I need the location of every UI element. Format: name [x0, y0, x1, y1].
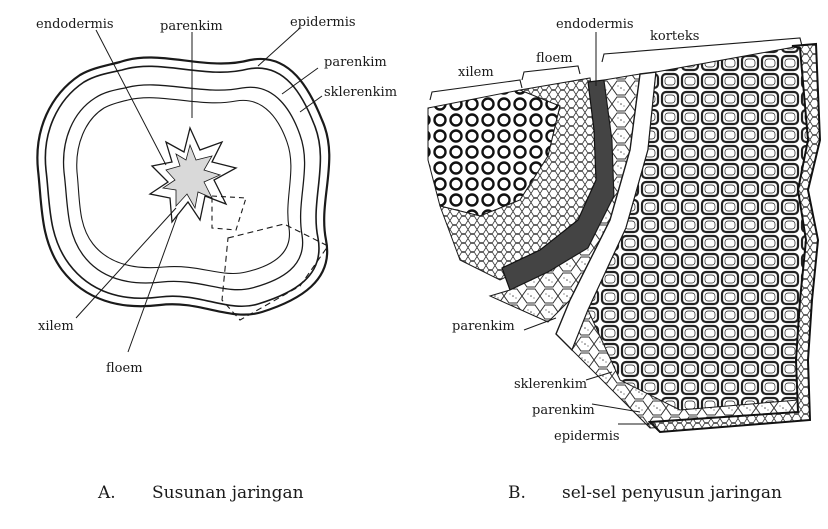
- label-floem-a: floem: [106, 362, 143, 376]
- label-epidermis-a: epidermis: [290, 16, 356, 30]
- label-epidermis-b: epidermis: [554, 430, 620, 444]
- floem-bracket: [522, 66, 580, 80]
- panel-b-diagram: [428, 44, 820, 432]
- caption-b-letter: B.: [508, 484, 526, 502]
- label-parenkim-top-a: parenkim: [160, 20, 223, 34]
- label-parenkim-right-a: parenkim: [324, 56, 387, 70]
- label-xilem-b: xilem: [458, 66, 494, 80]
- label-parenkim-left-b: parenkim: [452, 320, 515, 334]
- label-endodermis-a: endodermis: [36, 18, 114, 32]
- caption-a-letter: A.: [98, 484, 116, 502]
- label-floem-b: floem: [536, 52, 573, 66]
- label-sklerenkim-b: sklerenkim: [514, 378, 587, 392]
- caption-a-text: Susunan jaringan: [152, 484, 304, 502]
- panel-a-diagram: [37, 57, 329, 320]
- caption-b-text: sel-sel penyusun jaringan: [562, 484, 782, 502]
- label-parenkim-bottom-b: parenkim: [532, 404, 595, 418]
- label-korteks-b: korteks: [650, 30, 699, 44]
- label-endodermis-b: endodermis: [556, 18, 634, 32]
- label-xilem-a: xilem: [38, 320, 74, 334]
- label-sklerenkim-a: sklerenkim: [324, 86, 397, 100]
